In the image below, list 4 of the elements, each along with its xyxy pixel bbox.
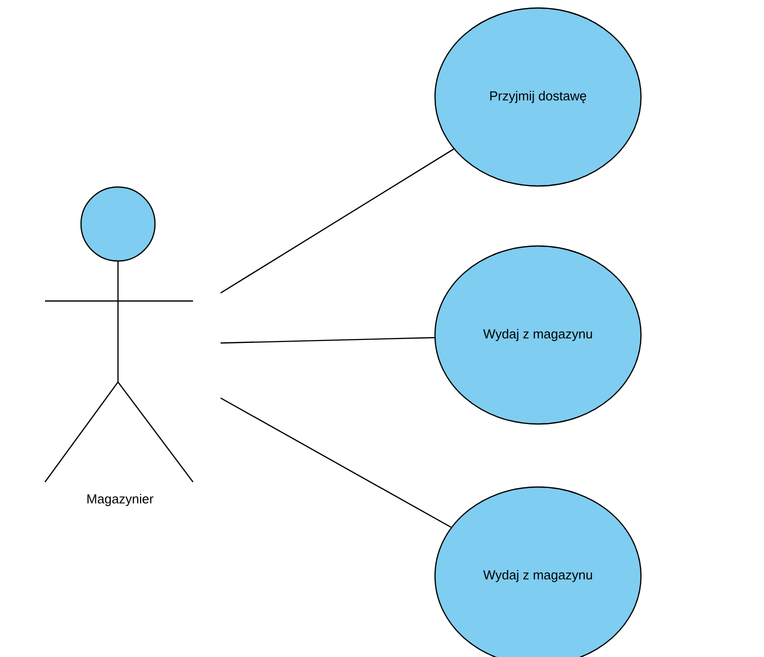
association-line (220, 397, 452, 528)
association-line (220, 337, 434, 344)
actor-name: Magazynier (87, 494, 154, 506)
association-line (220, 148, 454, 294)
